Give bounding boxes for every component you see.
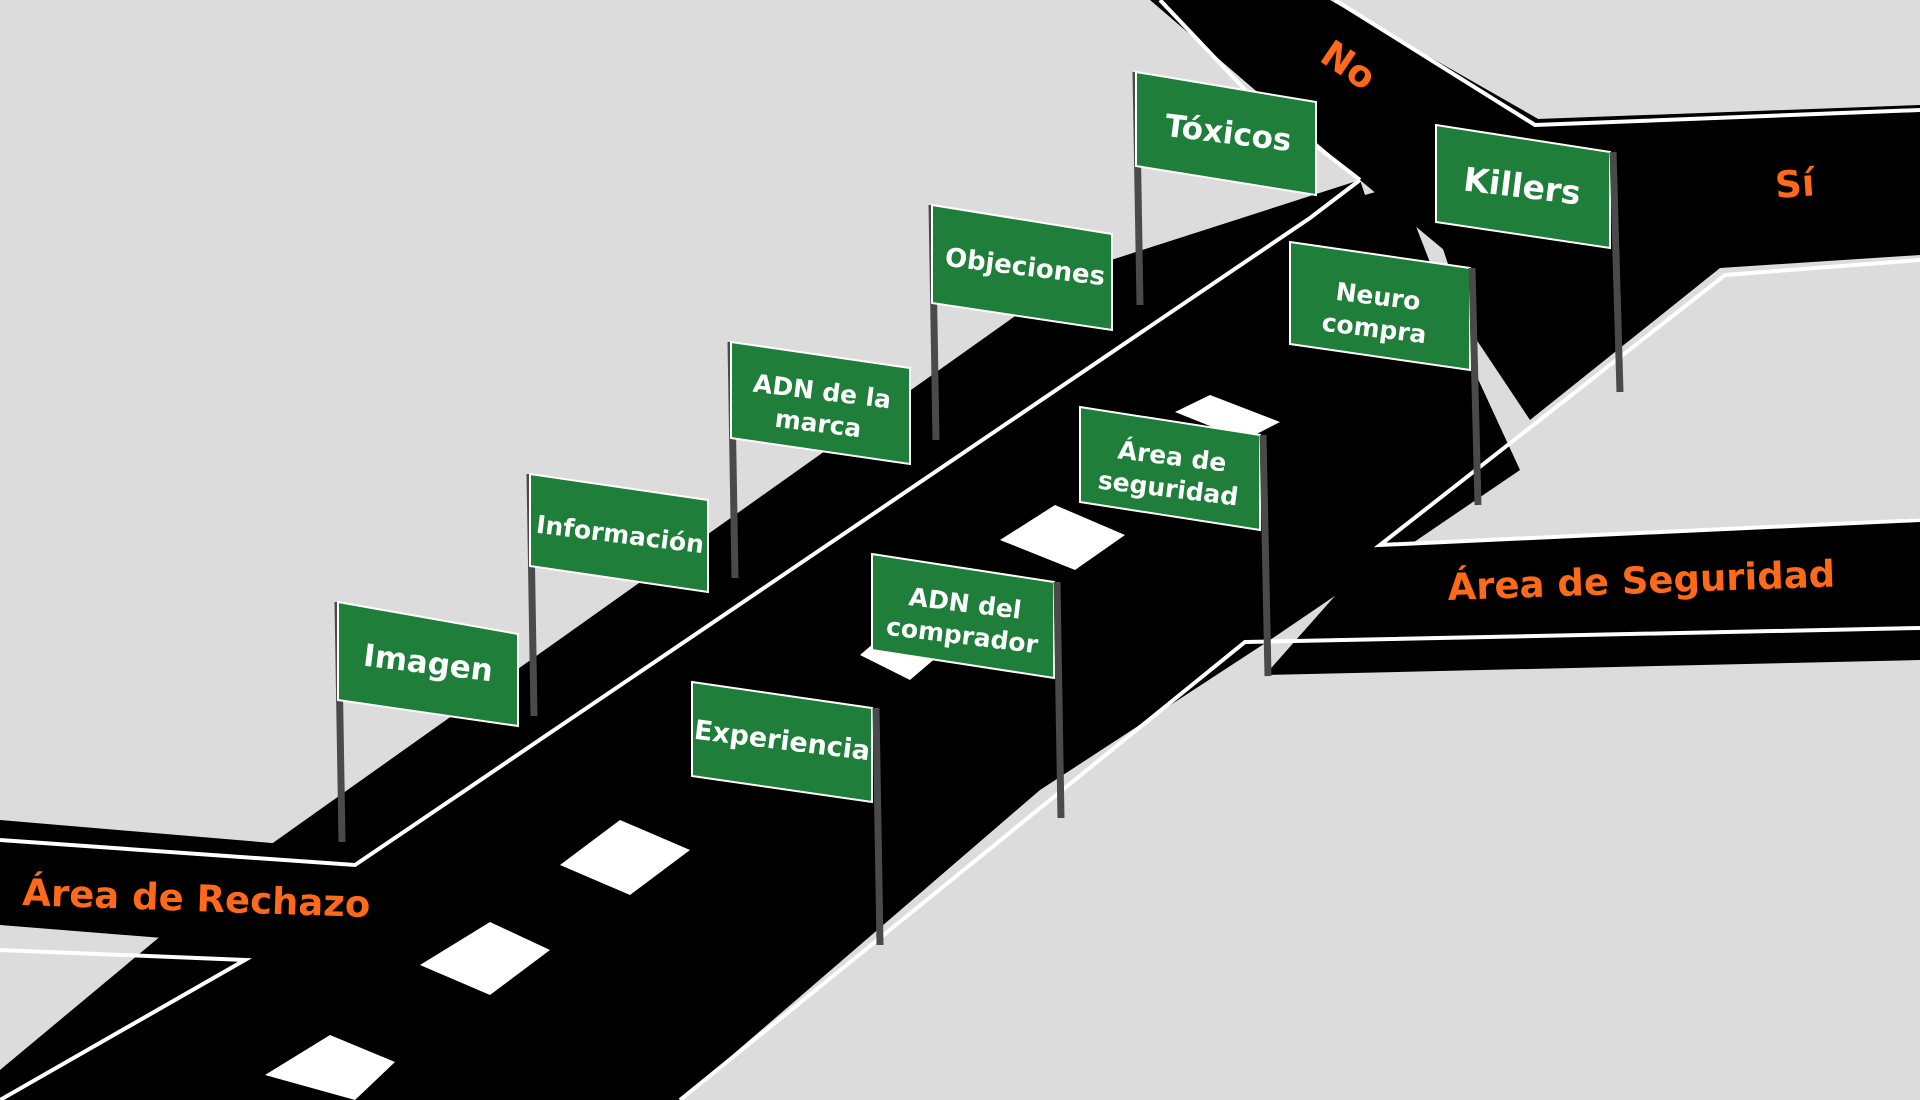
flag-area-seguridad: Área de seguridad <box>1079 405 1272 677</box>
flag-banner <box>1289 240 1471 372</box>
flag-banner <box>1435 123 1611 250</box>
flag-toxicos: Tóxicos <box>1132 70 1317 306</box>
flag-imagen: Imagen <box>334 600 519 843</box>
flag-pole <box>872 707 884 946</box>
edge-line <box>0 178 1362 868</box>
flag-pole <box>1468 267 1482 506</box>
edge-line <box>1333 0 1920 128</box>
flag-banner <box>1079 405 1261 532</box>
flag-informacion: Información <box>526 472 709 717</box>
flag-banner <box>871 552 1055 680</box>
flag-banner <box>1135 70 1317 197</box>
edge-line <box>1373 258 1920 548</box>
road-main <box>0 180 1520 1100</box>
road-security-branch <box>1265 518 1920 675</box>
edge-line <box>0 948 253 1100</box>
flag-killers: Killers <box>1435 123 1624 393</box>
flag-adn-marca: ADN de la marca <box>727 340 911 579</box>
road-left-branch <box>0 740 520 945</box>
flag-pole <box>1609 151 1624 393</box>
flag-adn-comprador: ADN del comprador <box>871 552 1065 819</box>
flag-banner <box>691 680 873 804</box>
flag-banner <box>337 600 519 728</box>
lane-dash <box>1000 505 1125 570</box>
flag-pole <box>1053 581 1065 819</box>
edge-line <box>678 626 1920 1100</box>
flag-banner <box>529 472 709 594</box>
lane-dash <box>265 1035 395 1100</box>
flag-banner <box>730 340 911 466</box>
flag-pole <box>1259 434 1272 677</box>
lane-dash <box>560 820 690 895</box>
flag-experiencia: Experiencia <box>691 680 884 946</box>
area-label-yes: Sí <box>1774 161 1819 207</box>
lane-dash <box>1175 395 1280 440</box>
flag-neuro-compra: Neuro compra <box>1289 240 1482 506</box>
lane-dash <box>420 922 550 995</box>
flag-banner <box>931 203 1113 332</box>
flag-objeciones: Objeciones <box>928 203 1113 441</box>
flags: Imagen Información ADN de la marca Objec… <box>334 70 1624 946</box>
